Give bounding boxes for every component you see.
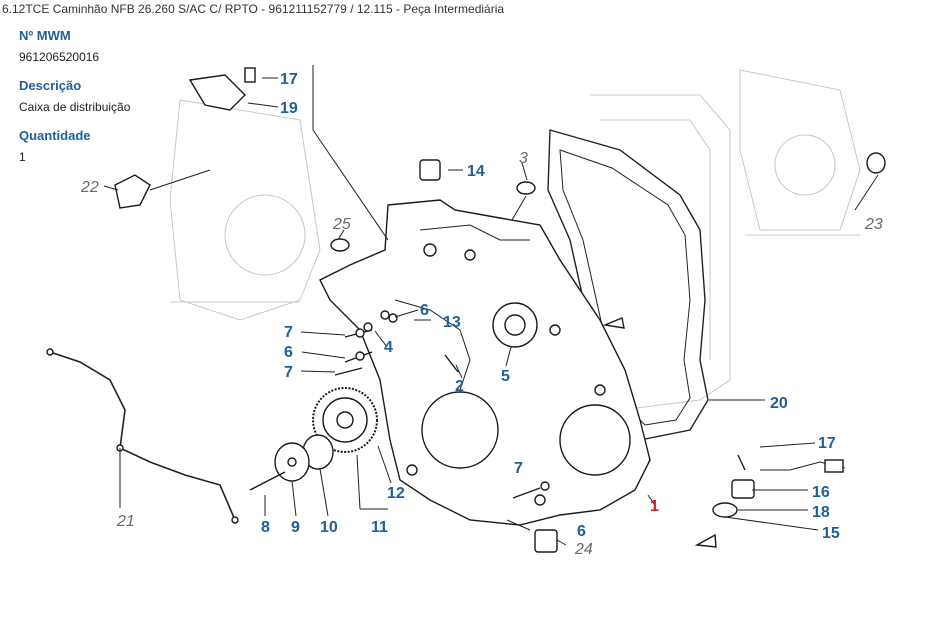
callout-13: 13 [443, 314, 461, 331]
callout-17-right: 17 [818, 435, 836, 452]
mwm-number-label: Nº MWM [19, 28, 71, 43]
callout-18: 18 [812, 504, 830, 521]
callout-3: 3 [519, 150, 528, 167]
callout-21: 21 [116, 513, 135, 530]
quantity-value: 1 [19, 150, 26, 164]
callout-12: 12 [387, 485, 405, 502]
callout-17-top: 17 [280, 71, 298, 88]
bolts-washers [334, 310, 550, 499]
callout-1: 1 [650, 498, 659, 515]
callout-11: 11 [371, 519, 388, 536]
callout-15: 15 [822, 525, 840, 542]
callout-20: 20 [770, 395, 788, 412]
callout-6-upper: 6 [420, 302, 429, 319]
callout-2: 2 [455, 378, 464, 395]
breadcrumb: 6.12TCE Caminhão NFB 26.260 S/AC C/ RPTO… [2, 2, 505, 16]
callout-8: 8 [261, 519, 270, 536]
callout-6-lower: 6 [577, 523, 586, 540]
idler-gear-assembly [249, 387, 378, 491]
callout-16: 16 [812, 484, 830, 501]
leader-lines [103, 65, 879, 546]
wiring-harness [46, 348, 239, 524]
callout-22: 22 [80, 179, 99, 196]
callout-7-middle: 7 [284, 364, 293, 381]
callout-7-lower: 7 [514, 460, 523, 477]
callout-4: 4 [384, 339, 393, 356]
quantity-label: Quantidade [19, 128, 91, 143]
callout-24: 24 [574, 541, 593, 558]
description-value: Caixa de distribuição [19, 100, 131, 114]
callout-6-middle: 6 [284, 344, 293, 361]
callout-10: 10 [320, 519, 338, 536]
direction-arrows [602, 317, 717, 548]
timing-cover-gasket [547, 129, 709, 441]
mwm-number-value: 961206520016 [19, 50, 100, 64]
callout-9: 9 [291, 519, 300, 536]
sensor-assembly [712, 454, 846, 518]
small-components [114, 67, 886, 553]
callout-23: 23 [864, 216, 883, 233]
callout-7-upper: 7 [284, 324, 293, 341]
description-label: Descrição [19, 78, 82, 93]
timing-case-housing [319, 199, 651, 526]
callout-14: 14 [467, 163, 485, 180]
callout-labels: 17 19 22 3 14 25 23 6 13 7 6 7 4 2 5 20 … [80, 71, 883, 558]
callout-5: 5 [501, 368, 510, 385]
callout-25: 25 [332, 216, 351, 233]
callout-19: 19 [280, 100, 298, 117]
